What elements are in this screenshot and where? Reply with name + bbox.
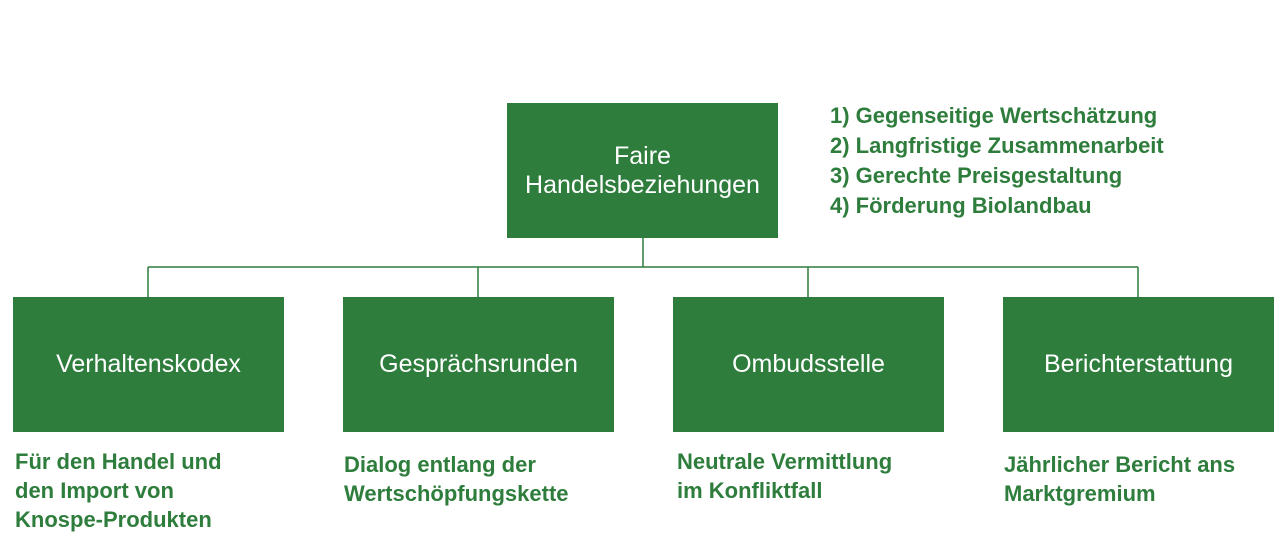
principle-item: 3) Gerechte Preisgestaltung xyxy=(830,163,1123,188)
description-gespraechsrunden: Dialog entlang der Wertschöpfungskette xyxy=(344,452,569,506)
root-node-label: Faire Handelsbeziehungen xyxy=(525,141,760,199)
child-node-label: Verhaltenskodex xyxy=(56,350,241,378)
description-verhaltenskodex: Für den Handel und den Import von Knospe… xyxy=(15,449,222,532)
principle-item: 1) Gegenseitige Wertschätzung xyxy=(830,103,1158,128)
description-ombudsstelle: Neutrale Vermittlung im Konfliktfall xyxy=(677,449,893,503)
child-node-label: Berichterstattung xyxy=(1044,350,1233,378)
principle-item: 2) Langfristige Zusammenarbeit xyxy=(830,133,1164,158)
description-berichterstattung: Jährlicher Bericht ans Marktgremium xyxy=(1004,452,1236,506)
principle-item: 4) Förderung Biolandbau xyxy=(830,193,1092,218)
child-node-gespraechsrunden: Gesprächsrunden xyxy=(343,297,614,432)
child-node-ombudsstelle: Ombudsstelle xyxy=(673,297,944,432)
child-node-label: Ombudsstelle xyxy=(732,350,885,378)
principles-list: 1) Gegenseitige Wertschätzung 2) Langfri… xyxy=(830,101,1164,221)
child-node-verhaltenskodex: Verhaltenskodex xyxy=(13,297,284,432)
root-node: Faire Handelsbeziehungen xyxy=(507,103,778,238)
child-node-berichterstattung: Berichterstattung xyxy=(1003,297,1274,432)
child-node-label: Gesprächsrunden xyxy=(379,350,578,378)
